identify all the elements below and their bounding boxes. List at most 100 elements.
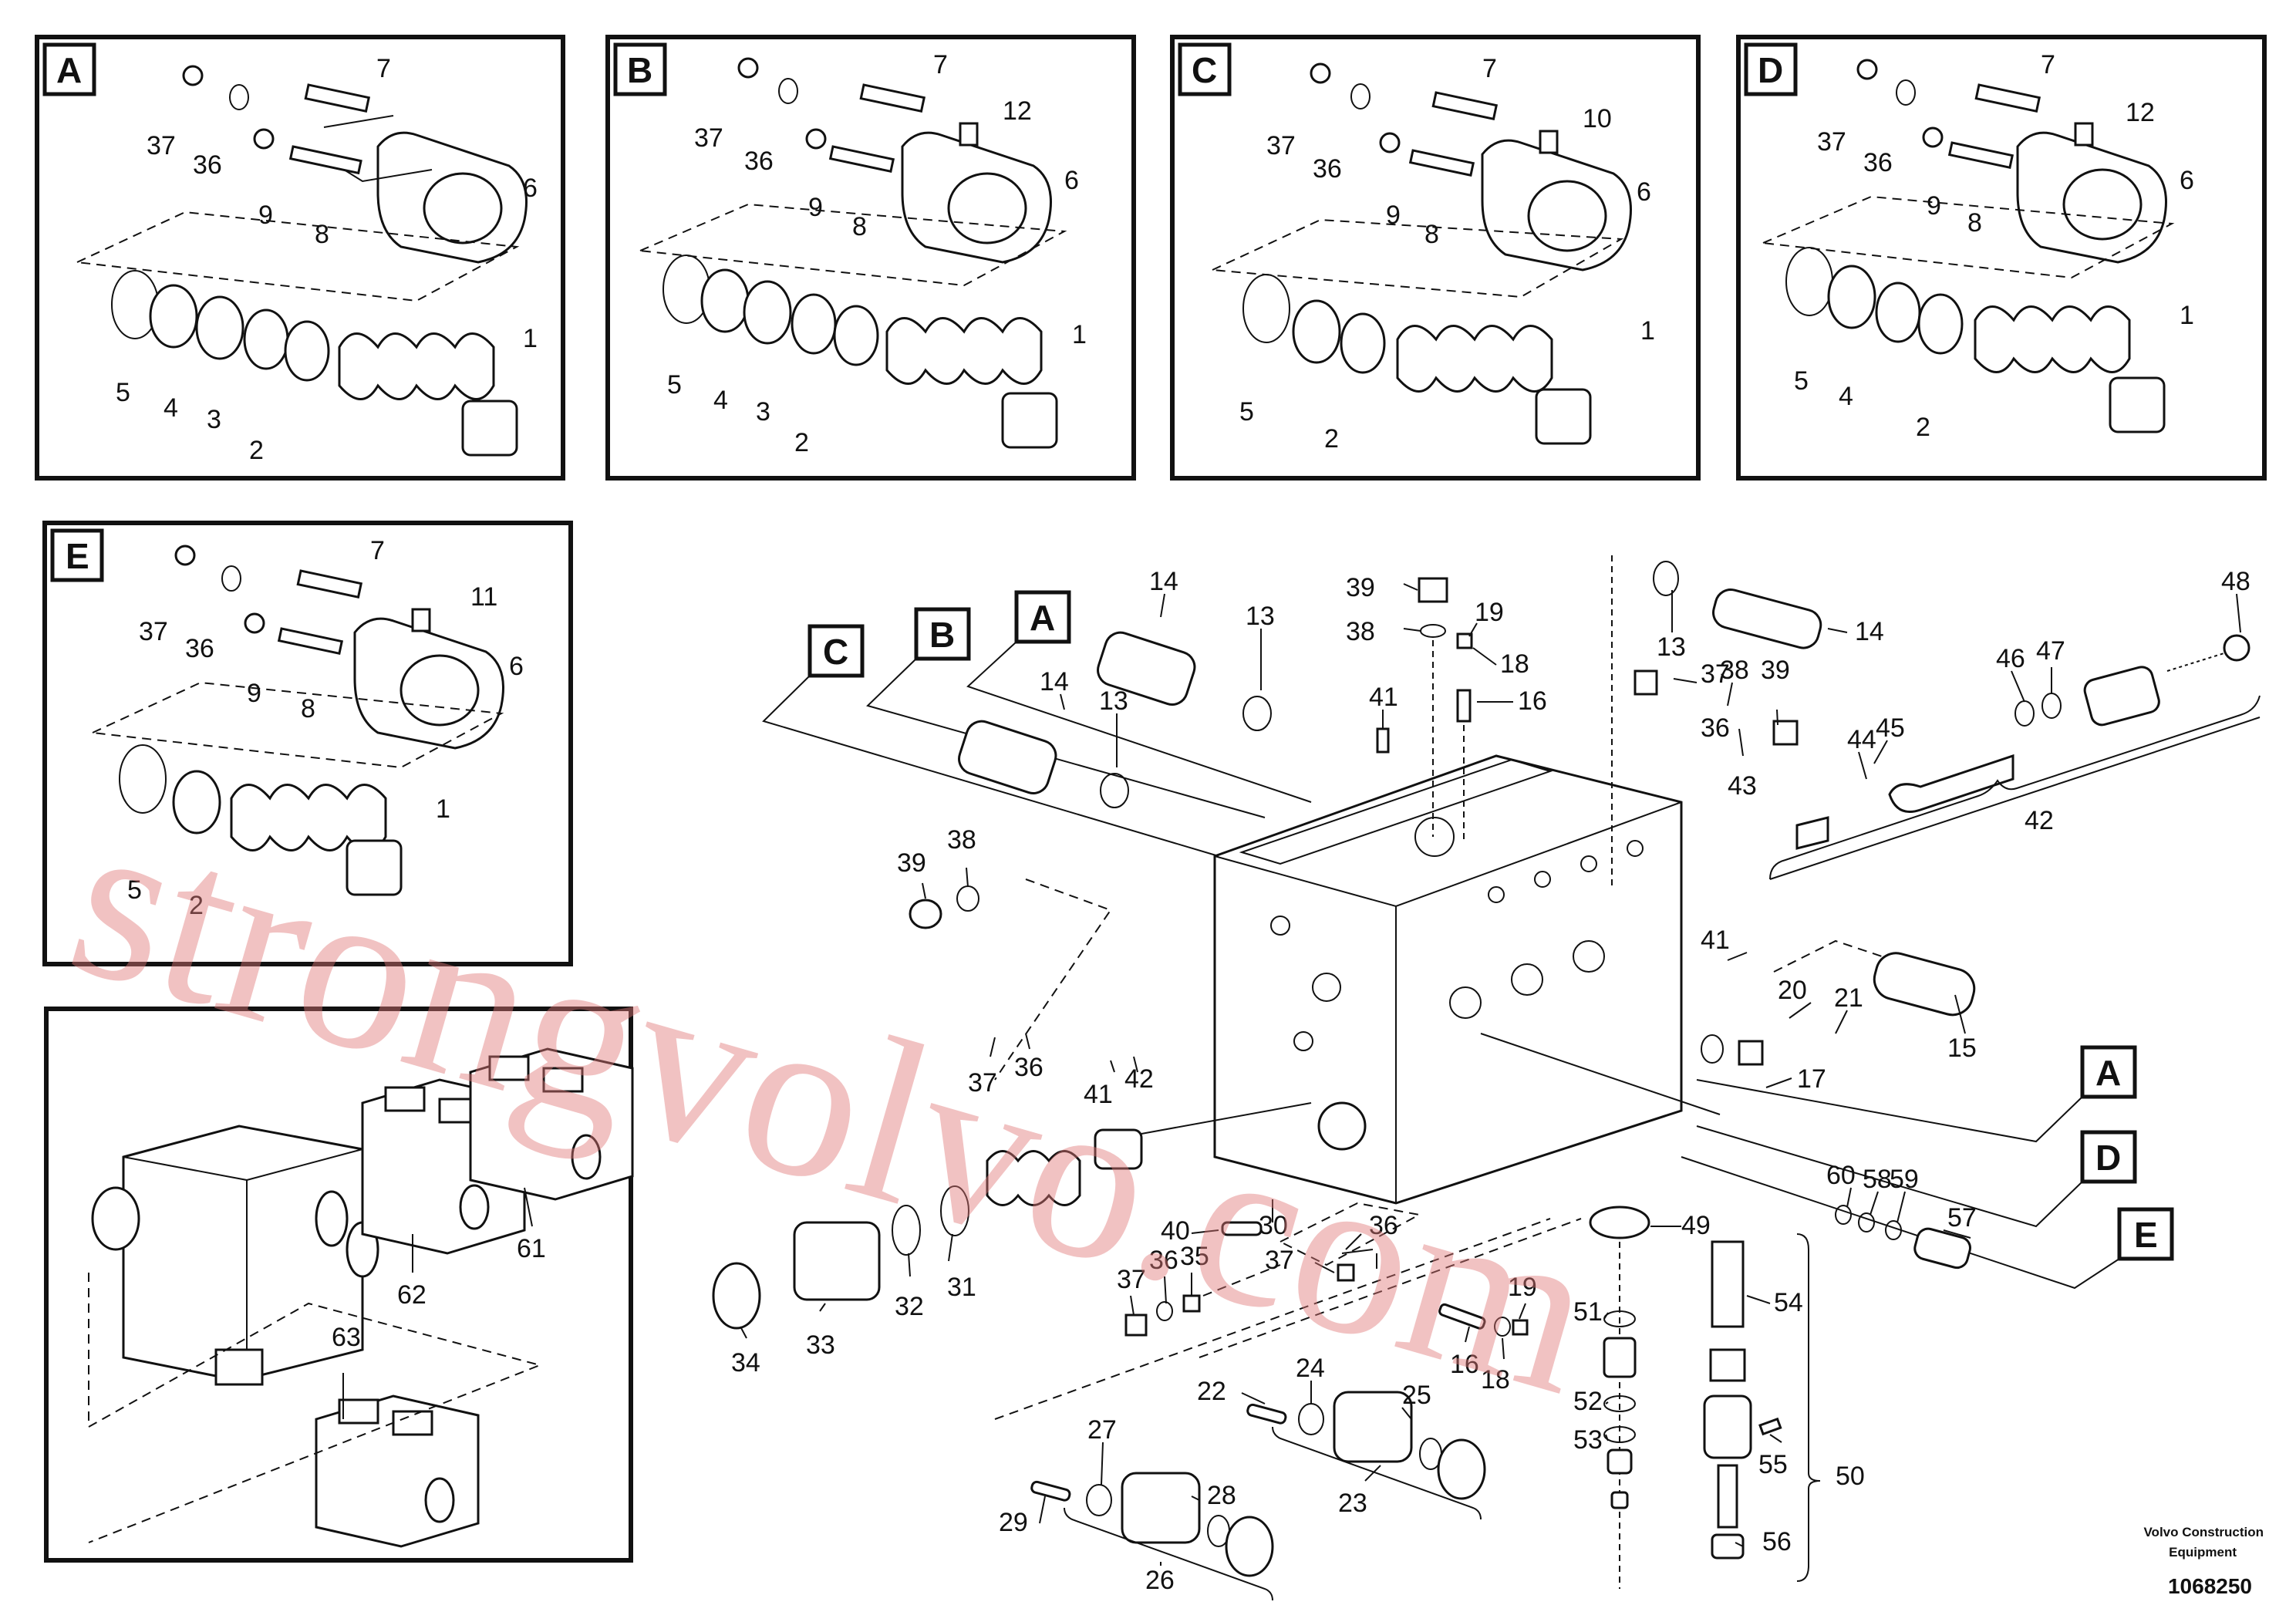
svg-text:19: 19 bbox=[1475, 598, 1504, 627]
svg-text:2: 2 bbox=[189, 891, 204, 920]
svg-text:4: 4 bbox=[1839, 382, 1853, 411]
pin-a bbox=[288, 145, 362, 175]
cartridge-14-mid bbox=[958, 720, 1057, 794]
detail-tag-a bbox=[42, 42, 96, 96]
svg-text:43: 43 bbox=[1728, 771, 1757, 801]
svg-text:36: 36 bbox=[1863, 148, 1893, 177]
svg-text:6: 6 bbox=[509, 652, 524, 681]
svg-text:2: 2 bbox=[1324, 424, 1339, 454]
svg-text:2: 2 bbox=[1916, 413, 1930, 442]
svg-text:9: 9 bbox=[808, 193, 823, 222]
spring-54 bbox=[1711, 1240, 1745, 1328]
svg-text:19: 19 bbox=[1508, 1273, 1537, 1302]
svg-text:16: 16 bbox=[1518, 686, 1547, 716]
svg-text:47: 47 bbox=[2036, 636, 2065, 666]
svg-text:34: 34 bbox=[731, 1348, 760, 1378]
svg-text:14: 14 bbox=[1149, 567, 1178, 596]
svg-text:37: 37 bbox=[1701, 659, 1730, 689]
svg-text:13: 13 bbox=[1246, 602, 1275, 631]
overview-panel: 62 61 63 bbox=[44, 1007, 634, 1563]
svg-text:14: 14 bbox=[1855, 617, 1884, 646]
svg-text:13: 13 bbox=[1657, 632, 1686, 662]
svg-text:29: 29 bbox=[999, 1508, 1028, 1537]
svg-text:36: 36 bbox=[1369, 1211, 1398, 1240]
svg-text:6: 6 bbox=[523, 174, 538, 203]
svg-text:E: E bbox=[2134, 1215, 2158, 1255]
svg-text:58: 58 bbox=[1863, 1165, 1892, 1194]
svg-text:59: 59 bbox=[1890, 1165, 1919, 1194]
tag-box-c: C bbox=[762, 624, 1219, 857]
svg-text:37: 37 bbox=[968, 1068, 997, 1098]
svg-text:16: 16 bbox=[1450, 1350, 1479, 1379]
svg-text:61: 61 bbox=[517, 1234, 546, 1263]
svg-text:31: 31 bbox=[947, 1273, 976, 1302]
svg-text:3: 3 bbox=[756, 397, 770, 427]
svg-text:A: A bbox=[2095, 1053, 2121, 1093]
detail-letter-c: C bbox=[1192, 50, 1217, 90]
svg-text:9: 9 bbox=[1386, 201, 1401, 230]
svg-text:18: 18 bbox=[1500, 649, 1529, 679]
svg-text:8: 8 bbox=[852, 212, 867, 241]
svg-text:42: 42 bbox=[2025, 806, 2054, 835]
svg-text:13: 13 bbox=[1099, 686, 1128, 716]
detail-view-c: C 7 37 36 10 9 8 6 5 2 1 bbox=[1170, 35, 1701, 481]
tag-box-a-top: A bbox=[966, 590, 1312, 803]
svg-text:37: 37 bbox=[139, 617, 168, 646]
svg-text:C: C bbox=[823, 632, 848, 672]
svg-text:60: 60 bbox=[1826, 1161, 1856, 1190]
svg-text:6: 6 bbox=[1064, 166, 1079, 195]
svg-text:35: 35 bbox=[1180, 1242, 1209, 1271]
pin-40 bbox=[1221, 1221, 1263, 1236]
housing-bore-a bbox=[423, 172, 503, 244]
svg-text:23: 23 bbox=[1338, 1489, 1367, 1518]
detail-tag-c bbox=[1178, 42, 1232, 96]
svg-text:36: 36 bbox=[193, 150, 222, 180]
svg-text:46: 46 bbox=[1996, 644, 2025, 673]
svg-text:1: 1 bbox=[1640, 316, 1655, 346]
svg-text:37: 37 bbox=[1117, 1265, 1146, 1294]
spring-a bbox=[338, 332, 495, 400]
brand-line-2: Equipment bbox=[2169, 1545, 2237, 1560]
svg-text:10: 10 bbox=[1583, 104, 1612, 133]
detail-letter-a: A bbox=[56, 50, 82, 90]
svg-text:48: 48 bbox=[2221, 567, 2250, 596]
svg-text:1: 1 bbox=[523, 324, 538, 353]
svg-text:39: 39 bbox=[1346, 573, 1375, 602]
svg-text:6: 6 bbox=[2180, 166, 2194, 195]
spool-30 bbox=[1094, 1128, 1143, 1170]
svg-text:37: 37 bbox=[694, 123, 723, 153]
svg-text:B: B bbox=[929, 615, 955, 655]
detail-frame-e bbox=[42, 521, 573, 966]
footer: Volvo Construction Equipment 1068250 bbox=[2143, 1525, 2264, 1598]
svg-text:2: 2 bbox=[794, 428, 809, 457]
svg-text:9: 9 bbox=[247, 679, 261, 708]
svg-text:42: 42 bbox=[1124, 1064, 1154, 1094]
svg-text:33: 33 bbox=[806, 1330, 835, 1360]
svg-text:37: 37 bbox=[1265, 1246, 1294, 1275]
svg-text:5: 5 bbox=[1794, 366, 1809, 396]
svg-text:11: 11 bbox=[470, 582, 497, 612]
svg-text:5: 5 bbox=[116, 378, 130, 407]
plug-39-top bbox=[1418, 577, 1448, 603]
svg-text:A: A bbox=[1030, 598, 1055, 638]
detail-view-a: A 7 37 36 9 8 6 5 4 3 2 1 bbox=[35, 35, 565, 481]
svg-text:44: 44 bbox=[1847, 725, 1876, 754]
detail-view-e: E 7 37 36 11 9 8 6 5 2 1 bbox=[42, 521, 573, 966]
svg-text:1: 1 bbox=[1072, 320, 1087, 349]
svg-text:7: 7 bbox=[376, 54, 391, 83]
tag-box-d-right: D bbox=[1696, 1125, 2137, 1228]
svg-text:55: 55 bbox=[1758, 1450, 1788, 1479]
svg-text:2: 2 bbox=[249, 436, 264, 465]
oring-small-a bbox=[229, 84, 249, 110]
svg-text:54: 54 bbox=[1774, 1288, 1803, 1317]
svg-text:36: 36 bbox=[185, 634, 214, 663]
svg-text:27: 27 bbox=[1087, 1415, 1117, 1445]
svg-text:56: 56 bbox=[1762, 1527, 1792, 1556]
washer-49 bbox=[1589, 1206, 1650, 1239]
svg-text:8: 8 bbox=[1424, 220, 1439, 249]
nut-34 bbox=[712, 1262, 761, 1330]
plug-a bbox=[182, 65, 204, 86]
solenoid-28 bbox=[1121, 1472, 1201, 1544]
overview-main-block bbox=[122, 1125, 364, 1382]
svg-text:40: 40 bbox=[1161, 1216, 1190, 1246]
